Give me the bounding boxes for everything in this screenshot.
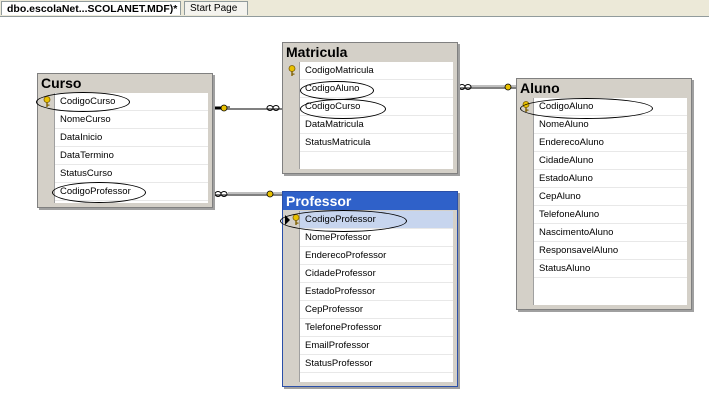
- column-row[interactable]: ResponsavelAluno: [534, 242, 687, 260]
- column-row[interactable]: CidadeAluno: [534, 152, 687, 170]
- infinity-icon: [266, 105, 280, 111]
- column-row[interactable]: NomeAluno: [534, 116, 687, 134]
- column-row[interactable]: CodigoProfessor: [55, 183, 208, 201]
- column-row[interactable]: CidadeProfessor: [300, 265, 453, 283]
- column-row[interactable]: EnderecoAluno: [534, 134, 687, 152]
- key-icon: [504, 83, 512, 91]
- column-row[interactable]: DataTermino: [55, 147, 208, 165]
- infinity-icon: [214, 191, 228, 197]
- column-row[interactable]: NomeProfessor: [300, 229, 453, 247]
- column-row[interactable]: CodigoAluno: [300, 80, 453, 98]
- column-row[interactable]: EstadoProfessor: [300, 283, 453, 301]
- relationship-matricula-aluno[interactable]: [456, 83, 516, 91]
- column-row[interactable]: CodigoMatricula: [288, 62, 453, 80]
- relationship-curso-matricula[interactable]: [211, 104, 282, 112]
- column-row[interactable]: StatusCurso: [55, 165, 208, 183]
- column-row[interactable]: CodigoCurso: [300, 98, 453, 116]
- relationship-curso-professor[interactable]: [211, 190, 282, 198]
- key-icon: [266, 190, 274, 198]
- table-professor[interactable]: Professor CodigoProfessor NomeProfessor …: [282, 191, 458, 387]
- column-row[interactable]: TelefoneAluno: [534, 206, 687, 224]
- column-row[interactable]: CodigoCurso: [43, 93, 208, 111]
- column-row[interactable]: EstadoAluno: [534, 170, 687, 188]
- column-row[interactable]: StatusMatricula: [300, 134, 453, 152]
- key-icon: [292, 214, 300, 225]
- column-row[interactable]: CepAluno: [534, 188, 687, 206]
- column-row[interactable]: DataMatricula: [300, 116, 453, 134]
- column-list: CodigoAluno NomeAluno EnderecoAluno Cida…: [522, 98, 687, 305]
- key-icon: [288, 65, 296, 76]
- column-row[interactable]: StatusAluno: [534, 260, 687, 278]
- tab-start-page[interactable]: Start Page: [184, 1, 248, 15]
- row-selector-arrow-icon: [285, 215, 290, 225]
- infinity-icon: [458, 84, 472, 90]
- table-aluno[interactable]: Aluno CodigoAluno NomeAluno EnderecoAlun…: [516, 78, 692, 310]
- column-list: CodigoMatricula CodigoAluno CodigoCurso …: [288, 62, 453, 169]
- column-row[interactable]: EmailProfessor: [300, 337, 453, 355]
- column-row[interactable]: NascimentoAluno: [534, 224, 687, 242]
- column-list: CodigoCurso NomeCurso DataInicio DataTer…: [43, 93, 208, 203]
- column-row[interactable]: CodigoProfessor: [285, 211, 453, 229]
- table-title[interactable]: Curso: [38, 74, 212, 92]
- key-icon: [43, 96, 51, 107]
- table-title[interactable]: Professor: [283, 192, 457, 210]
- column-row[interactable]: TelefoneProfessor: [300, 319, 453, 337]
- column-row[interactable]: CepProfessor: [300, 301, 453, 319]
- column-row[interactable]: CodigoAluno: [522, 98, 687, 116]
- table-curso[interactable]: Curso CodigoCurso NomeCurso DataInicio D…: [37, 73, 213, 208]
- column-row[interactable]: NomeCurso: [55, 111, 208, 129]
- table-matricula[interactable]: Matricula CodigoMatricula CodigoAluno Co…: [282, 42, 458, 174]
- key-icon: [211, 104, 228, 112]
- key-icon: [522, 101, 530, 112]
- table-title[interactable]: Matricula: [283, 43, 457, 61]
- column-row[interactable]: DataInicio: [55, 129, 208, 147]
- column-row[interactable]: EnderecoProfessor: [300, 247, 453, 265]
- column-row[interactable]: StatusProfessor: [300, 355, 453, 373]
- table-title[interactable]: Aluno: [517, 79, 691, 97]
- tab-diagram[interactable]: dbo.escolaNet...SCOLANET.MDF)*: [1, 1, 181, 15]
- document-tabstrip: dbo.escolaNet...SCOLANET.MDF)* Start Pag…: [0, 0, 709, 17]
- column-list: CodigoProfessor NomeProfessor EnderecoPr…: [285, 211, 453, 382]
